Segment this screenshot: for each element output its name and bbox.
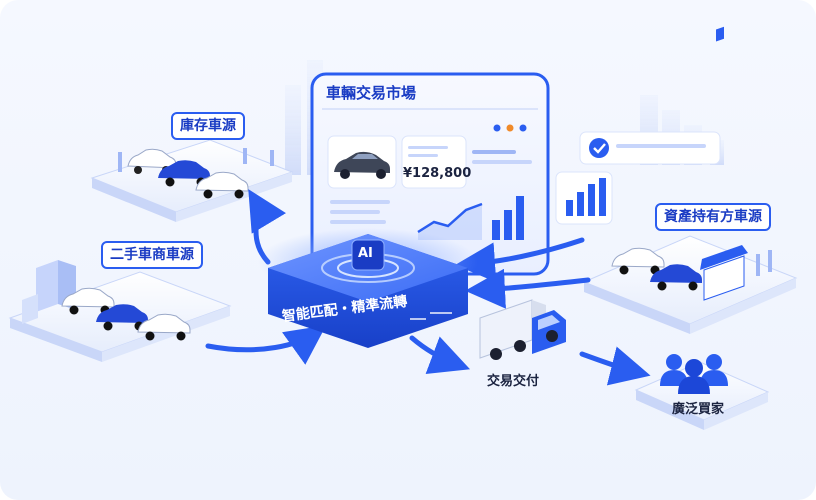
truck-icon — [479, 299, 566, 360]
buyers-label: 廣泛買家 — [672, 402, 725, 417]
people-icon — [660, 354, 728, 394]
asset-platform — [582, 26, 798, 334]
car-icon — [127, 148, 177, 174]
delivery-label: 交易交付 — [487, 374, 540, 389]
car-price: ¥128,800 — [403, 166, 472, 181]
car-icon — [334, 151, 390, 179]
asset-source-label: 資產持有方車源 — [655, 203, 771, 231]
buyers-platform — [634, 354, 770, 430]
car-icon — [96, 304, 148, 331]
dealer-source-label: 二手車商車源 — [101, 241, 203, 269]
building-icon — [700, 26, 748, 301]
inventory-source-label: 庫存車源 — [171, 112, 245, 140]
ai-hub — [258, 228, 478, 348]
ai-badge: AI — [358, 246, 373, 261]
market-title: 車輛交易市場 — [326, 84, 417, 102]
car-icon — [195, 171, 249, 199]
car-icon — [650, 264, 702, 291]
bar-chart-icon — [555, 171, 613, 225]
car-icon — [611, 247, 665, 275]
building-icon — [22, 260, 76, 324]
flow-arrows — [205, 189, 651, 386]
inventory-platform — [90, 139, 294, 222]
car-icon — [137, 313, 191, 341]
check-icon — [579, 131, 721, 165]
dealer-platform — [8, 260, 232, 362]
ai-chip-icon — [351, 239, 385, 271]
